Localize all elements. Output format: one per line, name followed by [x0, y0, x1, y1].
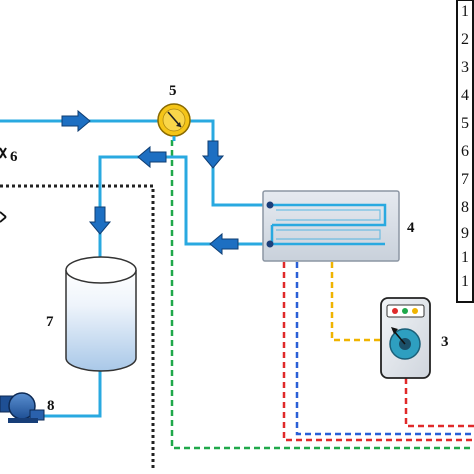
legend-box — [456, 0, 474, 303]
pump-icon — [0, 392, 45, 423]
pressure-gauge-icon — [157, 103, 191, 137]
label-8: 8 — [47, 398, 55, 414]
tank-icon — [65, 256, 137, 372]
wire-blue — [295, 262, 474, 436]
label-3: 3 — [441, 334, 449, 350]
legend-item: 5 — [461, 115, 469, 132]
flow-arrows — [61, 109, 239, 256]
legend-item: 9 — [461, 225, 469, 242]
legend-item: 1 — [461, 3, 469, 20]
legend-item: 1 — [461, 273, 469, 290]
label-5: 5 — [169, 83, 177, 99]
enclosure-boundary — [0, 184, 155, 470]
valve-icon — [0, 147, 7, 159]
legend-item: 4 — [461, 87, 469, 104]
label-7: 7 — [46, 314, 54, 330]
legend-list: 1 2 3 4 5 6 7 8 9 1 1 — [461, 3, 469, 290]
heat-exchanger-icon — [262, 190, 400, 262]
legend-item: 2 — [461, 31, 469, 48]
flow-arrow-down — [201, 140, 225, 169]
legend-item: 6 — [461, 143, 469, 160]
wire-green — [170, 140, 474, 450]
flow-arrow-left — [209, 232, 239, 256]
flow-arrow-left — [137, 145, 167, 169]
controller-icon — [380, 297, 431, 379]
flow-arrow-right — [61, 109, 91, 133]
wire-yellow — [330, 262, 384, 342]
legend-item: 3 — [461, 59, 469, 76]
legend-item: 1 — [461, 249, 469, 266]
flow-arrow-down — [88, 206, 112, 235]
wire-red-controller — [404, 378, 474, 428]
label-4: 4 — [407, 220, 415, 236]
legend-item: 7 — [461, 171, 469, 188]
legend-item: 8 — [461, 199, 469, 216]
wire-red — [282, 262, 474, 442]
vent-icon — [0, 211, 7, 223]
label-6: 6 — [10, 149, 18, 165]
